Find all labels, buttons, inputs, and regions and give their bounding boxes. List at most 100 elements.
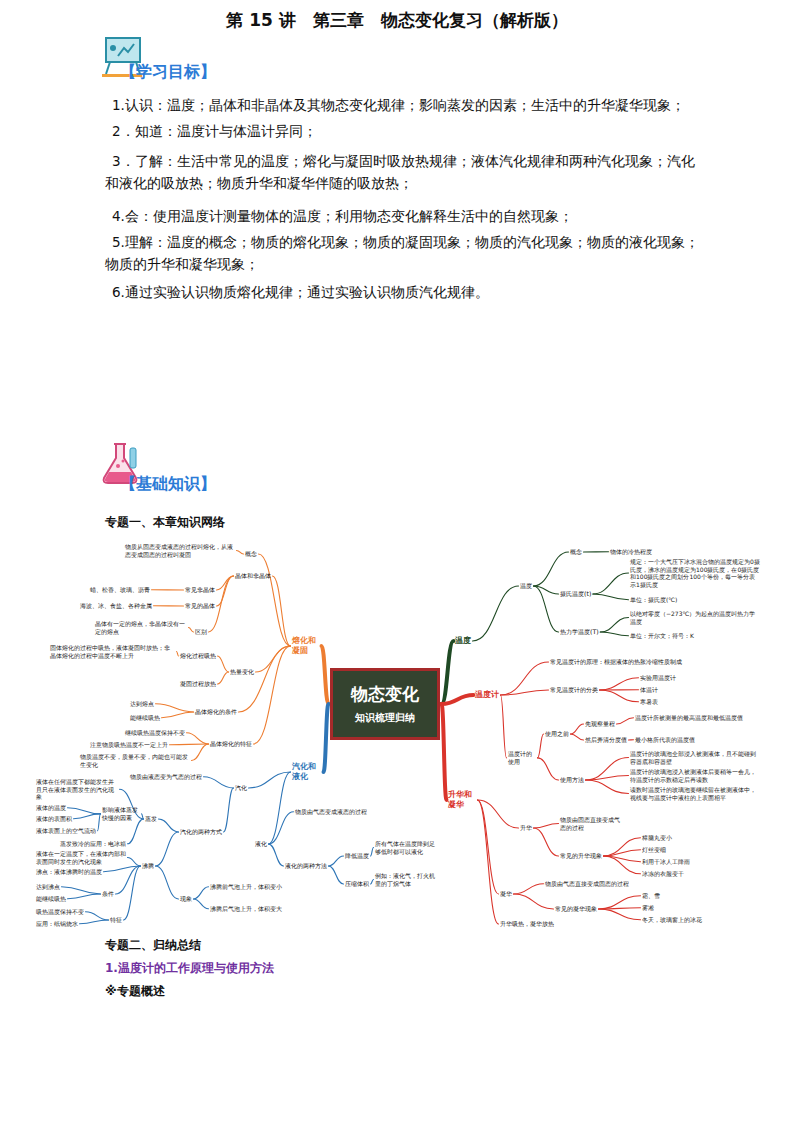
node-text: 现象 bbox=[180, 895, 192, 903]
branch-line bbox=[514, 884, 544, 894]
node-text: 温度 bbox=[520, 582, 532, 590]
leaf-text: 沸腾前气泡上升，体积变小 bbox=[210, 883, 290, 891]
topic-label: 使用方法 bbox=[560, 776, 584, 784]
branch-line bbox=[599, 896, 641, 909]
topic-label: 液化 bbox=[255, 840, 267, 848]
branch-line bbox=[324, 704, 329, 772]
leaf-text: 单位：开尔文；符号：K bbox=[630, 632, 694, 640]
branch-line bbox=[194, 899, 209, 909]
node-text: 所有气体在温度降到足够低时都可以液化 bbox=[375, 840, 437, 855]
branch-line bbox=[204, 777, 234, 788]
branch-line bbox=[442, 641, 454, 704]
branch-line bbox=[586, 780, 629, 794]
branch-line bbox=[128, 819, 144, 844]
node-text: 熔化和凝固 bbox=[292, 636, 320, 656]
leaf-text: 吸热温度保持不变 bbox=[36, 908, 84, 916]
topic-label: 蒸发 bbox=[145, 815, 157, 823]
node-text: 温度计所被测量的最高温度和最低温度值 bbox=[635, 714, 760, 722]
leaf-text: 达到熔点 bbox=[130, 700, 154, 708]
node-text: 樟脑丸变小 bbox=[642, 834, 672, 842]
node-text: 区别 bbox=[195, 628, 207, 636]
leaf-text: 规定：一个大气压下冰水混合物的温度规定为0摄氏度，沸水的温度规定为100摄氏度，… bbox=[630, 558, 760, 588]
center-box: 物态变化知识梳理归纳 bbox=[330, 668, 440, 740]
node-text: 汽化 bbox=[235, 784, 247, 792]
goal-line: 1.认识：温度；晶体和非晶体及其物态变化规律；影响蒸发的因素；生活中的升华凝华现… bbox=[105, 94, 705, 116]
leaf-text: 体温计 bbox=[640, 686, 658, 694]
node-text: 应用：纸锅烧水 bbox=[36, 920, 78, 928]
branch-line bbox=[534, 824, 559, 828]
topic-label: 特征 bbox=[110, 916, 122, 924]
leaf-text: 温度计所被测量的最高温度和最低温度值 bbox=[635, 714, 760, 722]
node-text: 实验用温度计 bbox=[640, 674, 676, 682]
node-text: 物质由固态直接变成气态的过程 bbox=[560, 816, 622, 831]
branch-line bbox=[156, 832, 179, 866]
node-text: 霜、雪 bbox=[642, 892, 660, 900]
branch-line bbox=[501, 690, 549, 695]
leaf-text: 物体的冷热程度 bbox=[610, 548, 652, 556]
node-text: 沸腾 bbox=[142, 862, 154, 870]
node-text: 物质由气态直接变成固态的过程 bbox=[545, 880, 629, 888]
topic-label: 凝固过程放热 bbox=[180, 680, 216, 688]
branch-line bbox=[170, 743, 209, 745]
node-text: 液体在任何温度下都能发生并且只在液体表面发生的汽化现象 bbox=[36, 778, 118, 801]
topic-label: 常见非晶体 bbox=[185, 586, 215, 594]
topic-label: 熔化过程吸热 bbox=[180, 652, 216, 660]
leaf-text: 物质由液态变为气态的过程 bbox=[130, 773, 202, 781]
node-text: 吸热温度保持不变 bbox=[36, 908, 84, 916]
branch-line bbox=[192, 744, 209, 761]
branch-line bbox=[593, 594, 629, 600]
node-text: 单位：摄氏度(℃) bbox=[630, 596, 677, 604]
branch-line bbox=[156, 704, 194, 712]
leaf-text: 蒸发致冷的应用：电冰箱 bbox=[60, 840, 126, 848]
topic-label: 液化的两种方法 bbox=[285, 862, 327, 870]
branch-line bbox=[442, 695, 474, 704]
branch-line bbox=[162, 712, 194, 718]
leaf-text: 实验用温度计 bbox=[640, 674, 676, 682]
leaf-text: 温度计的玻璃泡浸入被测液体后要稍等一会儿，待温度计的示数稳定后再读数 bbox=[630, 768, 760, 783]
topic-heading: 专题一、本章知识网络 bbox=[105, 514, 225, 531]
node-text: 寒暑表 bbox=[640, 698, 658, 706]
topic-label: 先观察量程 bbox=[585, 720, 615, 728]
node-text: 常见的凝华现象 bbox=[555, 905, 597, 913]
node-text: 注意物质吸热温度不一定上升 bbox=[90, 741, 168, 749]
node-text: 蒸发 bbox=[145, 815, 157, 823]
node-text: 温度计 bbox=[475, 690, 499, 700]
node-text: 继续吸热温度保持不变 bbox=[125, 729, 185, 737]
leaf-text: 应用：纸锅烧水 bbox=[36, 920, 78, 928]
node-text: 凝华 bbox=[500, 890, 512, 898]
node-text: 读数时温度计的玻璃泡要继续留在被测液体中，视线要与温度计中液柱的上表面相平 bbox=[630, 786, 760, 801]
topic-heading: 专题二、归纳总结 bbox=[105, 937, 201, 954]
node-text: 降低温度 bbox=[345, 852, 369, 860]
leaf-text: 物质温度不变，质量不变，内能也可能发生变化 bbox=[80, 753, 190, 768]
section-header: 【学习目标】 bbox=[120, 62, 216, 83]
branch-line bbox=[371, 848, 374, 856]
node-text: 液体的温度 bbox=[36, 804, 66, 812]
branch-line bbox=[62, 887, 101, 894]
branch-line bbox=[177, 652, 179, 656]
node-text: 物质由液态变为气态的过程 bbox=[130, 773, 202, 781]
branch-line bbox=[329, 866, 344, 884]
node-text: 海波、冰、食盐、各种金属 bbox=[80, 602, 152, 610]
leaf-text: 雾凇 bbox=[642, 904, 654, 912]
topic-label: 影响液体蒸发快慢的因素 bbox=[102, 806, 140, 822]
branch-line bbox=[599, 908, 641, 909]
node-text: 温度计的使用 bbox=[508, 750, 536, 766]
leaf-text: 物质由气态变成液态的过程 bbox=[295, 808, 367, 816]
node-text: 灯丝变细 bbox=[642, 846, 666, 854]
branch-line bbox=[617, 718, 634, 724]
branch-line bbox=[538, 734, 544, 758]
branch-line bbox=[189, 628, 194, 632]
topic-label: 压缩体积 bbox=[345, 880, 369, 888]
node-text: 液化的两种方法 bbox=[285, 862, 327, 870]
leaf-text: 液体在任何温度下都能发生并且只在液体表面发生的汽化现象 bbox=[36, 778, 118, 801]
node-text: 沸点：液体沸腾时的温度 bbox=[36, 868, 102, 876]
node-text: 概念 bbox=[570, 548, 582, 556]
branch-line bbox=[269, 844, 284, 866]
leaf-text: 物质从固态变成液态的过程叫熔化，从液态变成固态的过程叫凝固 bbox=[125, 543, 235, 558]
leaf-text: 晶体有一定的熔点，非晶体没有一定的熔点 bbox=[95, 620, 187, 635]
branch-line bbox=[599, 909, 641, 920]
node-text: 热量变化 bbox=[230, 668, 254, 676]
node-text: 条件 bbox=[102, 890, 114, 898]
leaf-text: 冬天，玻璃窗上的冰花 bbox=[642, 916, 702, 924]
leaf-text: 单位：摄氏度(℃) bbox=[630, 596, 677, 604]
